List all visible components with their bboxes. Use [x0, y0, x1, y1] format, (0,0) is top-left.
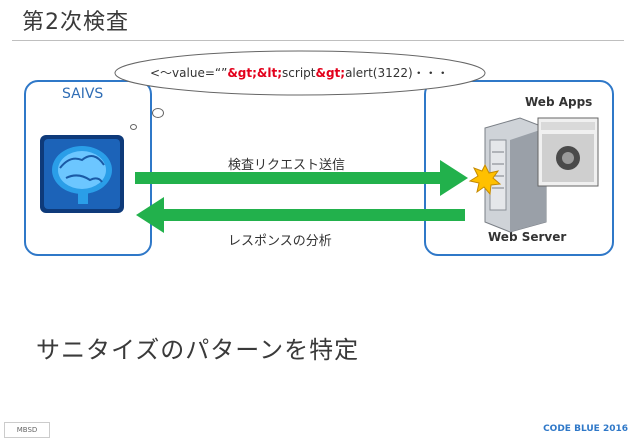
burst-star-icon	[468, 163, 502, 196]
thought-mid: script	[282, 66, 316, 80]
thought-prefix: <〜value=“”	[150, 66, 228, 80]
brain-icon	[40, 135, 124, 213]
thought-text: <〜value=“”&gt;&lt;script&gt;alert(3122)・…	[150, 64, 449, 81]
server-icon	[484, 117, 547, 233]
response-label: レスポンスの分析	[228, 234, 332, 249]
thought-dot-large	[152, 108, 164, 118]
saivs-label: SAIVS	[62, 86, 104, 102]
thought-suffix: alert(3122)・・・	[345, 66, 449, 80]
web-apps-label: Web Apps	[525, 95, 593, 109]
thought-highlight-1: &gt;&lt;	[227, 66, 283, 80]
main-statement: サニタイズのパターンを特定	[36, 336, 360, 364]
request-label: 検査リクエスト送信	[228, 158, 346, 173]
slide-title: 第2次検査	[22, 10, 129, 35]
footer-logo: MBSD	[4, 422, 50, 438]
footer-event: CODE BLUE 2016	[543, 424, 628, 434]
web-app-window-icon	[537, 117, 599, 187]
request-arrow	[135, 160, 468, 196]
title-divider	[12, 40, 624, 41]
thought-highlight-2: &gt;	[315, 66, 346, 80]
thought-dot-small	[130, 124, 137, 130]
thought-bubble	[114, 50, 486, 96]
response-arrow	[136, 197, 465, 233]
web-server-label: Web Server	[488, 230, 567, 244]
